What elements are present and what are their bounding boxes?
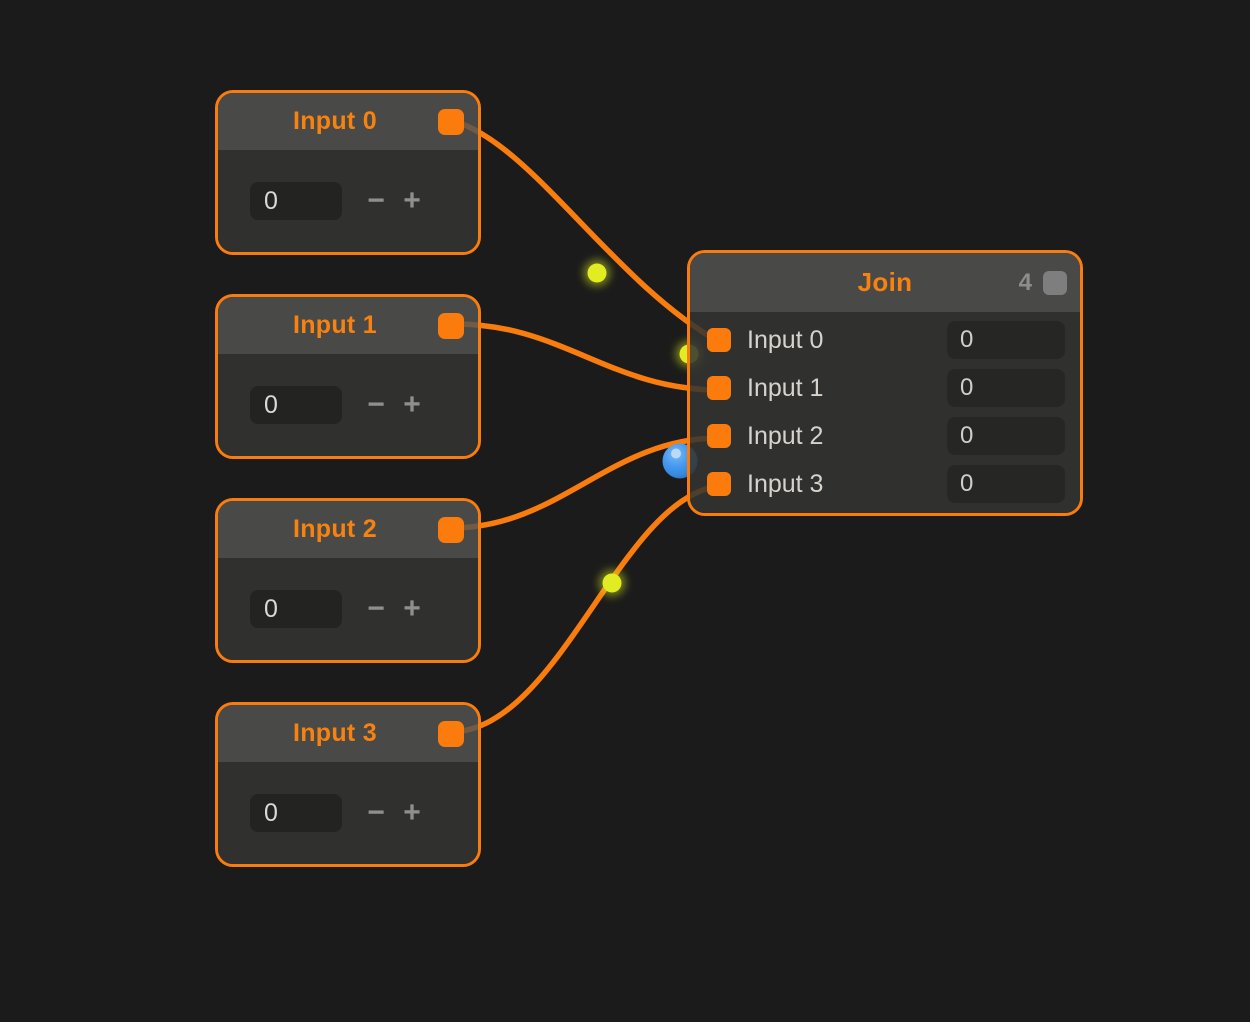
join-output-port-icon[interactable] — [1043, 270, 1067, 295]
node-title: Input 2 — [292, 515, 378, 543]
row-value-input[interactable] — [947, 417, 1065, 455]
node-header[interactable]: Input 0 — [218, 93, 478, 150]
value-input[interactable] — [250, 182, 342, 220]
output-port-icon[interactable] — [438, 516, 464, 543]
row-label: Input 0 — [747, 325, 824, 354]
join-row: Input 1 — [690, 364, 1080, 412]
join-row: Input 3 — [690, 460, 1080, 508]
node-header[interactable]: Join 4 — [690, 253, 1080, 312]
pulse-dot — [584, 260, 610, 286]
output-port-icon[interactable] — [438, 108, 464, 135]
value-input[interactable] — [250, 590, 342, 628]
node-body: − + — [218, 762, 478, 864]
row-value-input[interactable] — [947, 465, 1065, 503]
node-body: − + — [218, 558, 478, 660]
output-port-icon[interactable] — [438, 312, 464, 339]
row-label: Input 3 — [747, 469, 824, 498]
increment-button[interactable]: + — [394, 181, 430, 221]
increment-button[interactable]: + — [394, 589, 430, 629]
input-port-icon[interactable] — [707, 376, 731, 400]
decrement-button[interactable]: − — [358, 181, 394, 221]
input-node-2[interactable]: Input 2 − + — [215, 498, 481, 663]
row-value-input[interactable] — [947, 369, 1065, 407]
join-row: Input 0 — [690, 316, 1080, 364]
wire-input1-to-join[interactable] — [448, 321, 722, 393]
pulse-dot — [599, 570, 625, 596]
join-row: Input 2 — [690, 412, 1080, 460]
increment-button[interactable]: + — [394, 385, 430, 425]
node-title: Join — [857, 267, 913, 297]
wire-input3-to-join[interactable] — [448, 483, 722, 735]
node-body: Input 0 Input 1 Input 2 Input 3 — [690, 312, 1080, 513]
node-title: Input 3 — [292, 719, 378, 747]
decrement-button[interactable]: − — [358, 385, 394, 425]
decrement-button[interactable]: − — [358, 793, 394, 833]
row-label: Input 2 — [747, 421, 824, 450]
input-node-3[interactable]: Input 3 − + — [215, 702, 481, 867]
value-input[interactable] — [250, 794, 342, 832]
input-port-icon[interactable] — [707, 328, 731, 352]
join-connection-count: 4 — [1018, 268, 1032, 296]
node-title: Input 0 — [292, 107, 378, 135]
node-header[interactable]: Input 3 — [218, 705, 478, 762]
node-header[interactable]: Input 2 — [218, 501, 478, 558]
node-body: − + — [218, 354, 478, 456]
wire-input0-to-join[interactable] — [447, 117, 722, 345]
row-label: Input 1 — [747, 373, 824, 402]
decrement-button[interactable]: − — [358, 589, 394, 629]
join-node[interactable]: Join 4 Input 0 Input 1 Input 2 Input 3 — [687, 250, 1083, 516]
output-port-icon[interactable] — [438, 720, 464, 747]
value-input[interactable] — [250, 386, 342, 424]
increment-button[interactable]: + — [394, 793, 430, 833]
input-node-1[interactable]: Input 1 − + — [215, 294, 481, 459]
node-body: − + — [218, 150, 478, 252]
input-port-icon[interactable] — [707, 472, 731, 496]
wire-input2-to-join[interactable] — [448, 435, 722, 531]
input-node-0[interactable]: Input 0 − + — [215, 90, 481, 255]
node-header[interactable]: Input 1 — [218, 297, 478, 354]
row-value-input[interactable] — [947, 321, 1065, 359]
node-title: Input 1 — [292, 311, 378, 339]
input-port-icon[interactable] — [707, 424, 731, 448]
